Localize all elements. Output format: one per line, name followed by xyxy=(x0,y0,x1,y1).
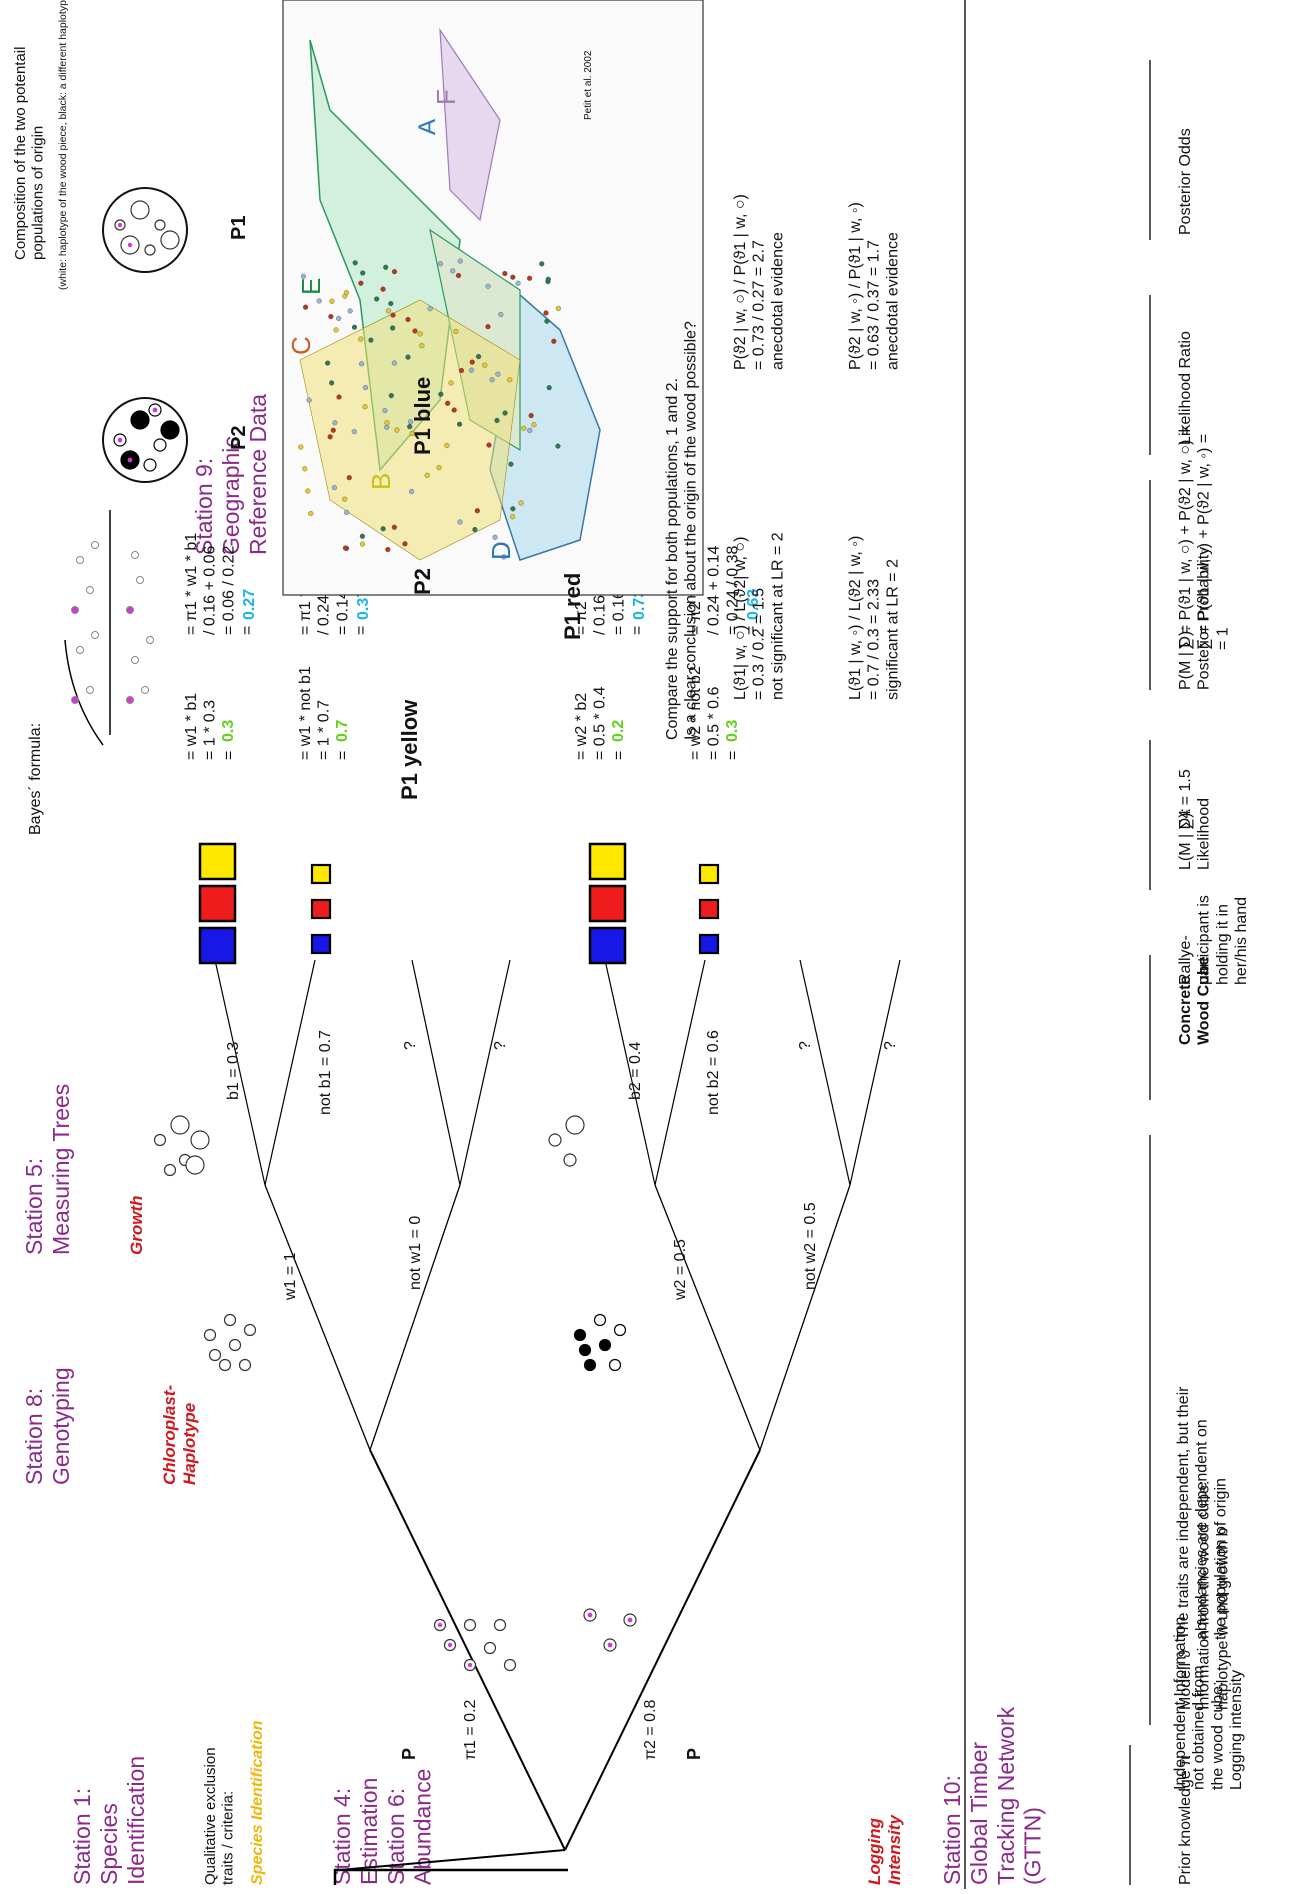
diagram-flat xyxy=(0,0,1300,1889)
